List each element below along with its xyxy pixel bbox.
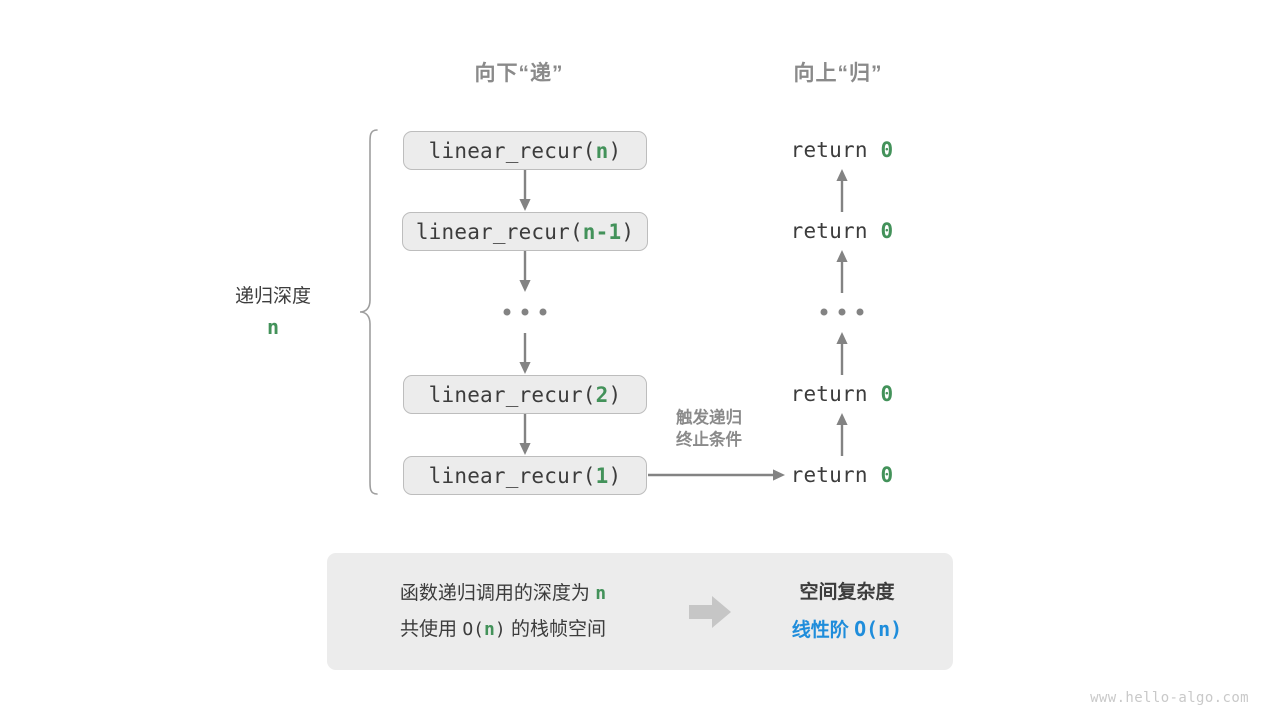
descend-arrow-1 <box>516 251 534 293</box>
ascend-arrow-0 <box>833 168 851 212</box>
dot-icon <box>539 308 547 316</box>
terminate-note-line1: 触发递归 <box>676 409 742 427</box>
return-keyword-2: return <box>790 382 868 406</box>
return-value-1: 0 <box>880 219 894 243</box>
return-value-2: 0 <box>880 382 894 406</box>
return-label-2: return 0 <box>791 382 894 406</box>
summary-line2-post: 的栈帧空间 <box>510 618 606 640</box>
call-frame-prefix-1: linear_recur( <box>415 219 583 244</box>
summary-left-text: 函数递归调用的深度为 n 共使用 O(n) 的栈帧空间 <box>327 576 679 648</box>
complexity-order-label: 线性阶 <box>791 619 849 641</box>
dot-icon <box>856 308 864 316</box>
terminate-arrow <box>648 467 786 483</box>
terminate-condition-note: 触发递归 终止条件 <box>676 407 742 451</box>
call-frame-prefix-2: linear_recur( <box>428 382 596 407</box>
return-keyword-1: return <box>790 219 868 243</box>
call-frame-box-3[interactable]: linear_recur(1) <box>403 456 647 495</box>
call-frame-suffix-1: ) <box>621 219 635 244</box>
space-complexity-value: 线性阶 O(n) <box>741 611 953 649</box>
summary-line1-var: n <box>595 582 607 604</box>
call-frame-prefix-0: linear_recur( <box>428 138 596 163</box>
ascend-arrow-2 <box>833 331 851 375</box>
summary-line-1: 函数递归调用的深度为 n <box>327 576 679 612</box>
summary-panel: 函数递归调用的深度为 n 共使用 O(n) 的栈帧空间 空间复杂度 线性阶 O(… <box>327 553 953 670</box>
ascend-ellipsis <box>820 308 864 316</box>
ascend-arrow-3 <box>833 412 851 456</box>
recursion-depth-value: n <box>266 315 280 339</box>
summary-right-text: 空间复杂度 线性阶 O(n) <box>741 575 953 649</box>
dot-icon <box>521 308 529 316</box>
return-value-3: 0 <box>880 463 894 487</box>
summary-line2-pre: 共使用 <box>400 618 458 640</box>
descend-arrow-0 <box>516 170 534 212</box>
descend-arrow-2 <box>516 333 534 375</box>
return-label-1: return 0 <box>791 219 894 243</box>
dot-icon <box>838 308 846 316</box>
summary-block-arrow <box>679 595 741 628</box>
column-header-ascend: 向上“归” <box>793 62 883 85</box>
complexity-notation: O(n) <box>854 616 903 641</box>
return-keyword-0: return <box>790 138 868 162</box>
recursion-depth-title: 递归深度 <box>234 286 312 307</box>
recursion-depth-brace <box>357 128 379 496</box>
descend-arrow-3 <box>516 414 534 456</box>
summary-line-2: 共使用 O(n) 的栈帧空间 <box>327 612 679 648</box>
summary-line2-var: n <box>484 618 495 640</box>
descend-ellipsis <box>503 308 547 316</box>
call-frame-suffix-3: ) <box>608 463 622 488</box>
call-frame-arg-2: 2 <box>595 382 609 407</box>
dot-icon <box>820 308 828 316</box>
call-frame-box-0[interactable]: linear_recur(n) <box>403 131 647 170</box>
call-frame-suffix-2: ) <box>608 382 622 407</box>
right-block-arrow-icon <box>689 595 731 628</box>
return-label-3: return 0 <box>791 463 894 487</box>
column-header-descend: 向下“递” <box>474 62 564 85</box>
space-complexity-title: 空间复杂度 <box>799 581 895 603</box>
recursion-depth-label: 递归深度 n <box>235 282 311 342</box>
watermark: www.hello-algo.com <box>1090 690 1249 706</box>
call-frame-arg-0: n <box>595 138 609 163</box>
return-keyword-3: return <box>790 463 868 487</box>
call-frame-box-1[interactable]: linear_recur(n-1) <box>402 212 648 251</box>
summary-line2-close: ) <box>494 618 506 640</box>
call-frame-suffix-0: ) <box>608 138 622 163</box>
call-frame-arg-3: 1 <box>595 463 609 488</box>
return-label-0: return 0 <box>791 138 894 162</box>
dot-icon <box>503 308 511 316</box>
call-frame-arg-1: n-1 <box>582 219 622 244</box>
call-frame-box-2[interactable]: linear_recur(2) <box>403 375 647 414</box>
return-value-0: 0 <box>880 138 894 162</box>
summary-line1-text: 函数递归调用的深度为 <box>399 582 590 604</box>
call-frame-prefix-3: linear_recur( <box>428 463 596 488</box>
ascend-arrow-1 <box>833 249 851 293</box>
terminate-note-line2: 终止条件 <box>676 431 742 449</box>
summary-line2-open: O( <box>462 618 484 640</box>
